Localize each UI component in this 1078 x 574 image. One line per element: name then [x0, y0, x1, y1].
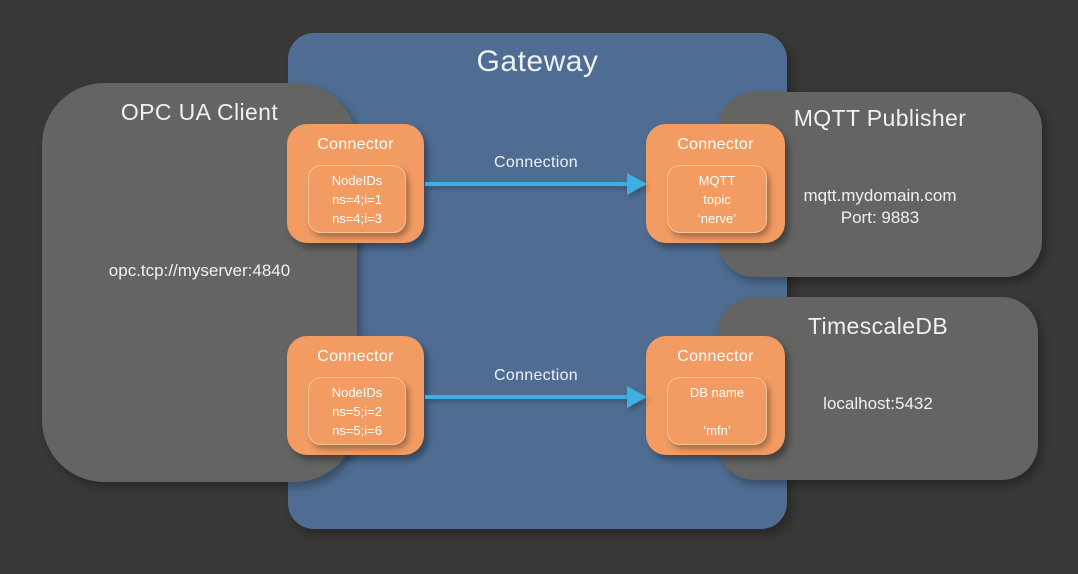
- arrow-shaft: [425, 395, 627, 399]
- connection-bottom: Connection: [425, 367, 647, 408]
- connection-top-label: Connection: [494, 154, 578, 171]
- mqtt-publisher-box: MQTT Publisher mqtt.mydomain.com Port: 9…: [718, 92, 1042, 277]
- db-name-line: [668, 402, 766, 421]
- nodeid-line: ns=5;i=6: [332, 422, 382, 438]
- arrow-head: [627, 386, 647, 408]
- mqtt-topic-box: MQTT topic ‘nerve’: [667, 165, 767, 233]
- gateway-title: Gateway: [476, 45, 599, 78]
- db-name-line: ‘mfn’: [703, 422, 731, 438]
- timescaledb-address: localhost:5432: [823, 394, 933, 413]
- connector-label: Connector: [677, 136, 754, 153]
- mqtt-topic-line: topic: [703, 191, 731, 207]
- nodeid-list-box: NodeIDs ns=4;i=1 ns=4;i=3: [308, 165, 406, 233]
- nodeid-list-box: NodeIDs ns=5;i=2 ns=5;i=6: [308, 377, 406, 445]
- connector-label: Connector: [317, 348, 394, 365]
- mqtt-topic-line: ‘nerve’: [697, 210, 737, 226]
- db-name-line: DB name: [689, 384, 745, 400]
- mqtt-topic-line: MQTT: [698, 172, 736, 188]
- connector-mqtt-sink: Connector MQTT topic ‘nerve’: [646, 124, 785, 243]
- opc-ua-client-title: OPC UA Client: [120, 99, 279, 125]
- mqtt-publisher-address: mqtt.mydomain.com Port: 9883: [718, 185, 1042, 229]
- connector-opc-db-source: Connector NodeIDs ns=5;i=2 ns=5;i=6: [287, 336, 424, 455]
- mqtt-publisher-title: MQTT Publisher: [793, 105, 967, 131]
- connector-opc-mqtt-source: Connector NodeIDs ns=4;i=1 ns=4;i=3: [287, 124, 424, 243]
- db-name-box: DB name ‘mfn’: [667, 377, 767, 445]
- connection-top: Connection: [425, 154, 647, 195]
- nodeid-line: ns=5;i=2: [332, 403, 382, 419]
- mqtt-host: mqtt.mydomain.com: [803, 186, 957, 205]
- connection-bottom-label: Connection: [494, 367, 578, 384]
- nodeid-line: ns=4;i=3: [332, 210, 382, 226]
- opc-ua-client-address: opc.tcp://myserver:4840: [108, 261, 291, 280]
- nodeid-line: NodeIDs: [331, 172, 383, 188]
- mqtt-port: Port: 9883: [840, 208, 920, 227]
- right-arrow-icon: [425, 386, 647, 408]
- connector-label: Connector: [677, 348, 754, 365]
- right-arrow-icon: [425, 173, 647, 195]
- arrow-head: [627, 173, 647, 195]
- nodeid-line: ns=4;i=1: [332, 191, 382, 207]
- connector-db-sink: Connector DB name ‘mfn’: [646, 336, 785, 455]
- arrow-shaft: [425, 182, 627, 186]
- timescaledb-title: TimescaleDB: [807, 313, 949, 339]
- connector-label: Connector: [317, 136, 394, 153]
- nodeid-line: NodeIDs: [331, 384, 383, 400]
